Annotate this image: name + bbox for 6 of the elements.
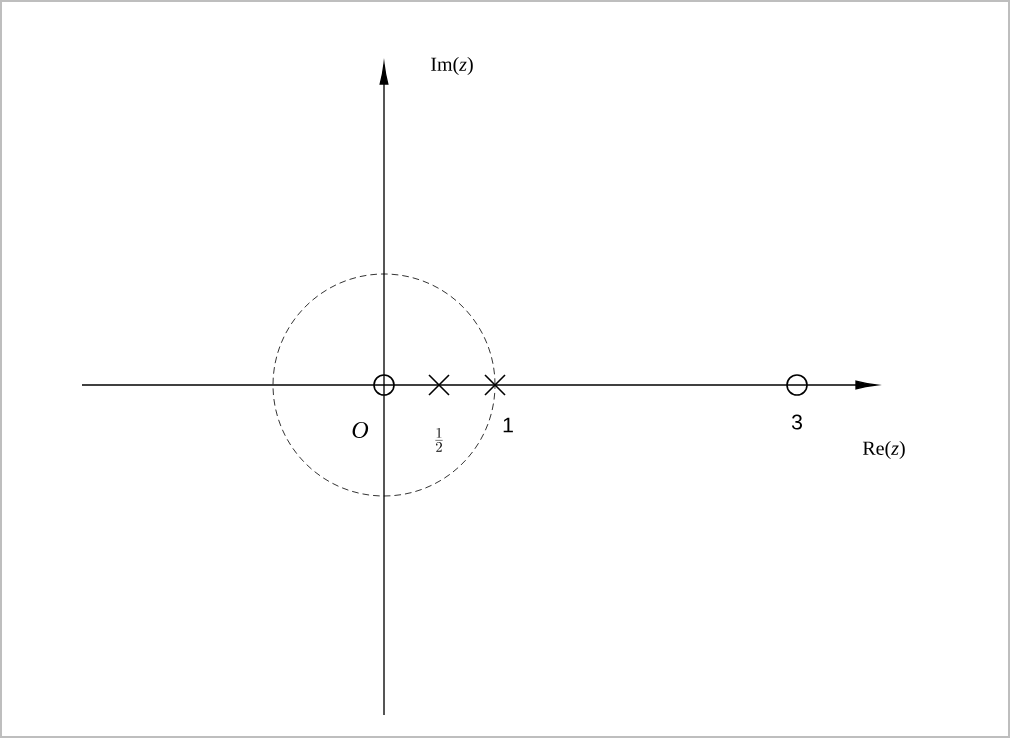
origin-label: O: [352, 421, 369, 439]
axis-label: Im(z): [431, 56, 473, 76]
axis-label: Re(z): [862, 440, 905, 460]
tick-label: $\frac{1}{2}$: [435, 427, 443, 452]
tick-label: 3: [791, 414, 802, 430]
tick-label: 1: [503, 417, 513, 433]
